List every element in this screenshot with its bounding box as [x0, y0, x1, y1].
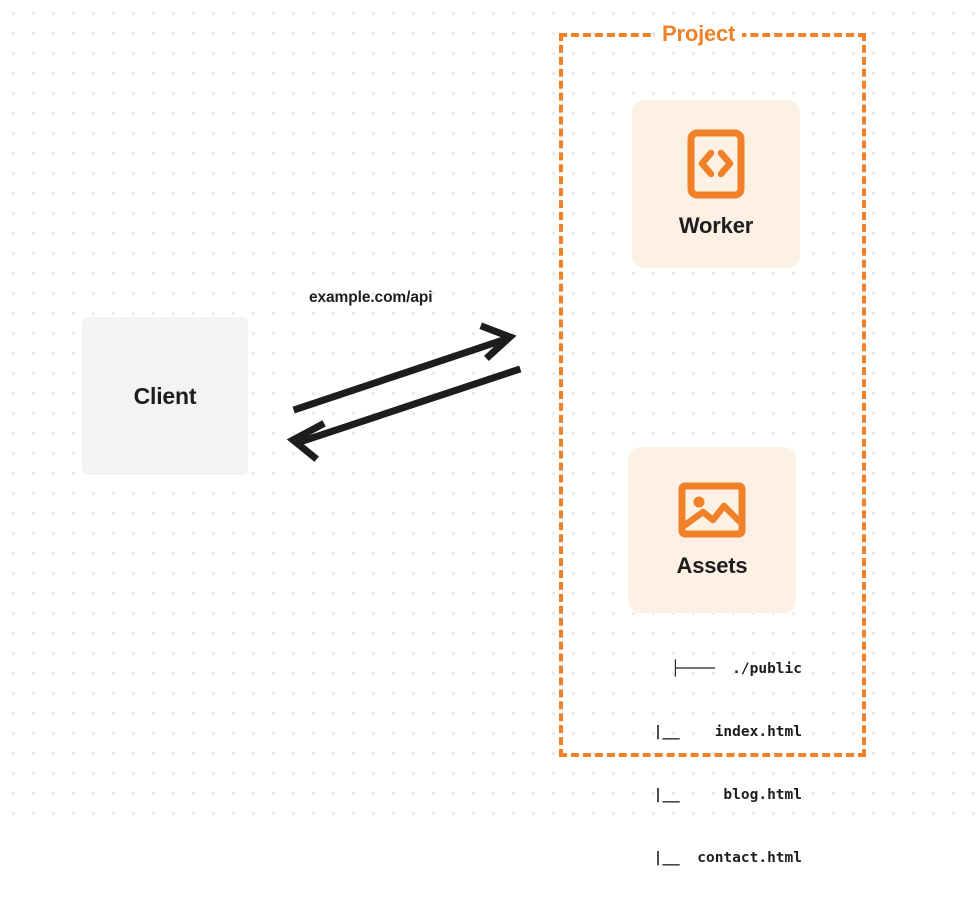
- arrow-request: [292, 322, 517, 414]
- diagram-canvas: Client example.com/api Project Worker: [0, 0, 980, 866]
- file-tree-row: ├──── ./public: [671, 661, 802, 677]
- node-client[interactable]: Client: [82, 317, 248, 475]
- node-worker-label: Worker: [678, 213, 754, 238]
- file-tree-row: |__ contact.html: [618, 850, 802, 866]
- file-tree: ├──── ./public |__ index.html |__ blog.h…: [608, 617, 802, 911]
- node-assets[interactable]: Assets: [628, 447, 796, 613]
- project-container-title: Project: [655, 21, 743, 47]
- edge-label-api-url: example.com/api: [309, 289, 433, 306]
- node-worker[interactable]: Worker: [632, 100, 800, 268]
- file-tree-row: |__ blog.html: [618, 787, 802, 803]
- node-client-label: Client: [133, 382, 197, 409]
- node-assets-label: Assets: [676, 553, 748, 578]
- code-brackets-icon: [687, 129, 745, 199]
- image-icon: [678, 482, 746, 538]
- arrow-response: [286, 365, 522, 462]
- file-tree-row: |__ index.html: [618, 724, 802, 740]
